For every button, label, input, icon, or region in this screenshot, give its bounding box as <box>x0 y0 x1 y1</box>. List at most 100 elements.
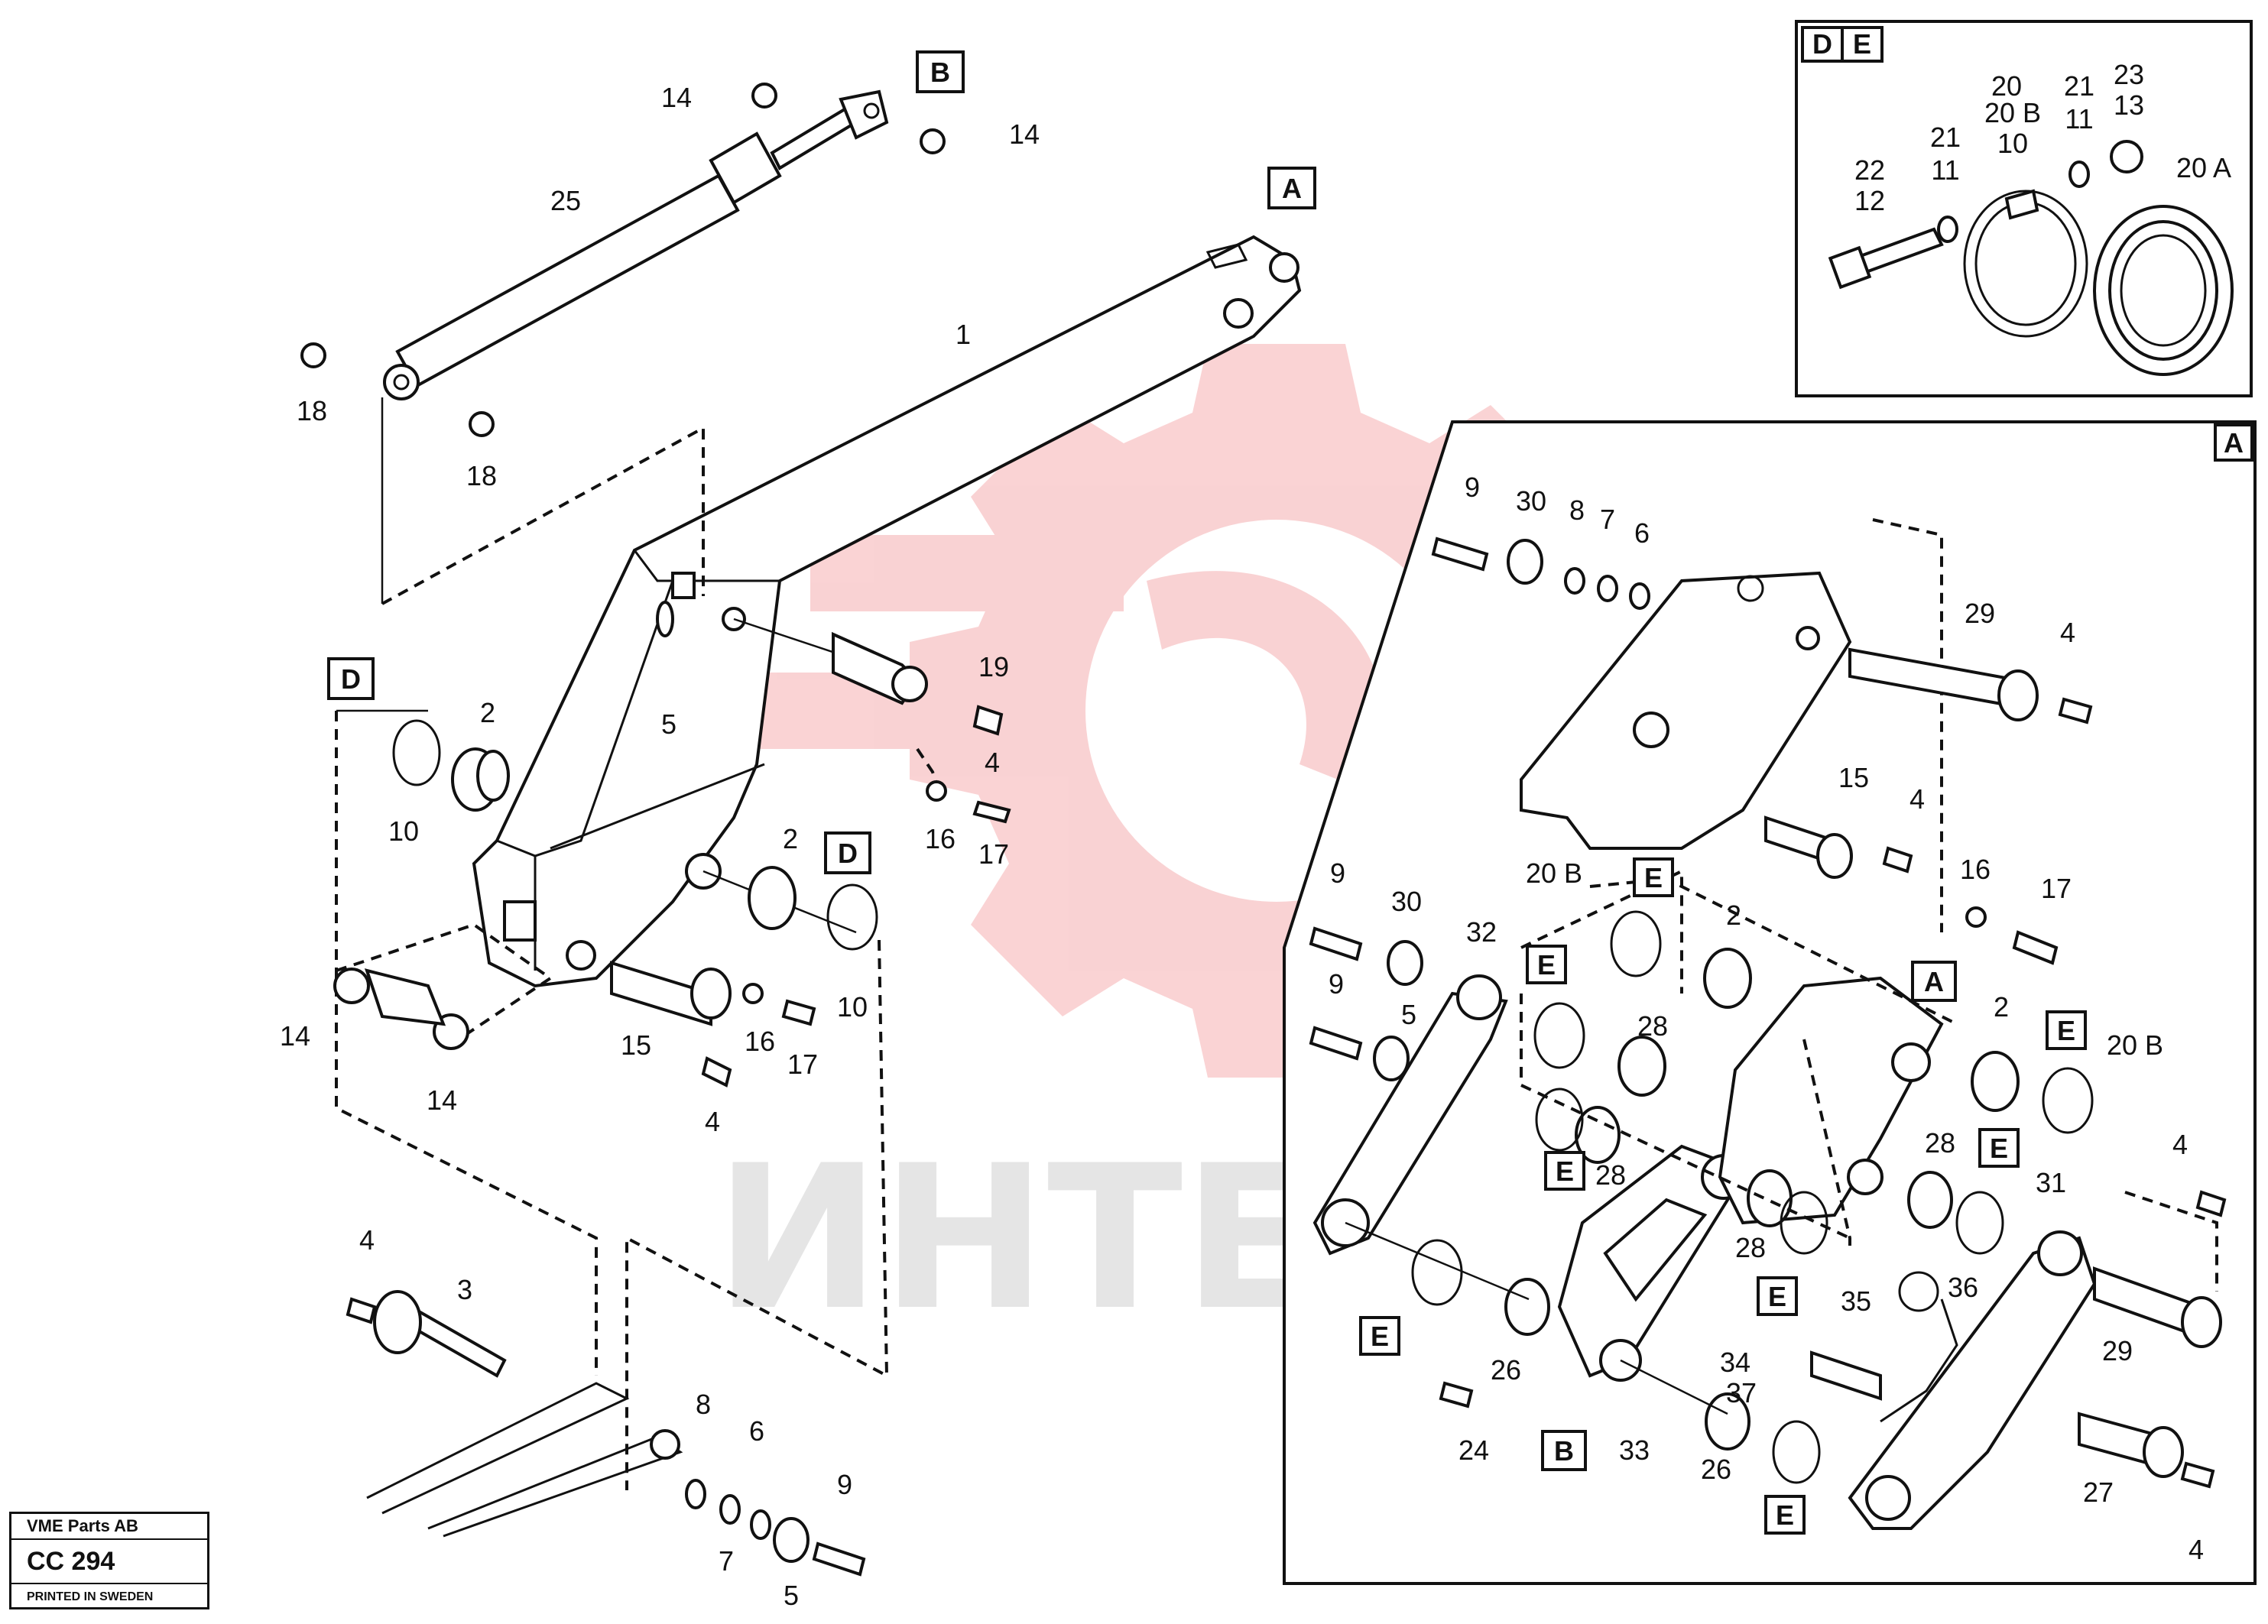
svg-text:8: 8 <box>1569 494 1585 526</box>
svg-text:4: 4 <box>1909 783 1925 815</box>
svg-text:7: 7 <box>1600 504 1615 535</box>
svg-text:32: 32 <box>1466 916 1497 948</box>
callout-8-bot: 8 <box>696 1389 711 1420</box>
callout-4c: 4 <box>359 1224 375 1256</box>
tag-box-b-top: B <box>916 50 965 93</box>
svg-text:22: 22 <box>1854 154 1885 186</box>
svg-text:28: 28 <box>1595 1159 1626 1191</box>
svg-text:21: 21 <box>1930 122 1961 153</box>
svg-text:D: D <box>1812 28 1832 60</box>
callout-25: 25 <box>550 185 581 216</box>
svg-text:26: 26 <box>1491 1354 1521 1386</box>
svg-text:13: 13 <box>2114 89 2144 121</box>
callout-3: 3 <box>457 1274 472 1305</box>
svg-text:34: 34 <box>1720 1347 1750 1378</box>
svg-text:12: 12 <box>1854 185 1885 216</box>
hydraulic-cylinder-part-25 <box>383 89 889 400</box>
svg-text:D: D <box>341 663 361 695</box>
svg-text:6: 6 <box>1634 517 1650 549</box>
svg-text:D: D <box>838 838 858 869</box>
callout-9-bot: 9 <box>837 1469 852 1500</box>
title-block-printed: PRINTED IN SWEDEN <box>27 1590 154 1603</box>
svg-text:11: 11 <box>1931 154 1959 186</box>
svg-text:20 A: 20 A <box>2176 152 2231 183</box>
svg-text:E: E <box>1556 1156 1574 1187</box>
svg-text:E: E <box>1768 1281 1786 1312</box>
svg-text:11: 11 <box>2065 103 2093 135</box>
svg-text:10: 10 <box>1997 128 2028 159</box>
callouts-a: 9 30 8 7 6 29 4 15 4 16 17 20 B 2 9 30 3… <box>1329 472 2204 1565</box>
callout-14a: 14 <box>661 82 692 113</box>
callout-5-bot: 5 <box>784 1580 799 1611</box>
svg-text:30: 30 <box>1516 485 1546 517</box>
svg-text:21: 21 <box>2064 70 2094 102</box>
callout-16b: 16 <box>745 1026 775 1057</box>
svg-text:9: 9 <box>1465 472 1480 503</box>
callout-17a: 17 <box>978 838 1009 870</box>
svg-text:A: A <box>2224 427 2244 459</box>
title-block-code: CC 294 <box>11 1540 207 1584</box>
detail-box-a: A <box>1283 420 2257 1585</box>
callout-17b: 17 <box>787 1049 818 1080</box>
svg-text:9: 9 <box>1330 857 1345 889</box>
svg-text:A: A <box>1924 966 1944 997</box>
callout-2-left: 2 <box>480 697 495 728</box>
svg-text:20 B: 20 B <box>2107 1029 2163 1061</box>
svg-text:23: 23 <box>2114 59 2144 90</box>
svg-text:E: E <box>1537 949 1556 981</box>
tag-box-d-mid: D <box>824 831 871 874</box>
callout-7-bot: 7 <box>719 1545 734 1577</box>
svg-text:4: 4 <box>2189 1534 2204 1565</box>
svg-text:B: B <box>930 57 950 88</box>
hardware-left-section <box>300 83 1011 1577</box>
callouts-de: 20 20 B 10 21 11 21 11 23 13 22 12 20 A <box>1854 59 2231 216</box>
tag-boxes-a: E E A E E E E E B E <box>1359 857 2087 1535</box>
svg-text:30: 30 <box>1391 886 1422 917</box>
svg-text:29: 29 <box>1965 598 1995 629</box>
tag-box-d-left: D <box>327 657 375 700</box>
callouts-left: 25 14 14 1 18 18 19 4 16 17 5 2 10 2 10 … <box>280 82 1040 1611</box>
svg-text:28: 28 <box>1925 1127 1955 1159</box>
title-block-company: VME Parts AB <box>11 1514 207 1540</box>
svg-text:27: 27 <box>2083 1477 2114 1508</box>
callout-1: 1 <box>956 319 971 350</box>
svg-text:B: B <box>1554 1435 1574 1467</box>
svg-text:E: E <box>1644 862 1663 893</box>
callout-18b: 18 <box>466 460 497 491</box>
svg-text:E: E <box>2057 1015 2075 1046</box>
svg-text:31: 31 <box>2036 1167 2066 1198</box>
svg-text:E: E <box>1371 1321 1389 1352</box>
svg-text:36: 36 <box>1948 1272 1978 1303</box>
svg-text:5: 5 <box>1401 999 1416 1030</box>
svg-text:15: 15 <box>1838 762 1869 793</box>
svg-text:35: 35 <box>1841 1285 1871 1317</box>
svg-text:28: 28 <box>1735 1232 1766 1263</box>
callout-14c: 14 <box>280 1020 310 1052</box>
detail-box-de: D E <box>1795 20 2253 397</box>
svg-text:20 B: 20 B <box>1984 97 2041 128</box>
svg-text:E: E <box>1990 1133 2008 1164</box>
svg-text:4: 4 <box>2172 1129 2188 1160</box>
callout-2-mid: 2 <box>783 823 798 854</box>
svg-text:9: 9 <box>1329 968 1344 1000</box>
callout-18a: 18 <box>297 395 327 426</box>
callout-5-mid: 5 <box>661 708 677 740</box>
svg-text:20 B: 20 B <box>1526 857 1582 889</box>
svg-text:28: 28 <box>1637 1010 1668 1042</box>
callout-19: 19 <box>978 651 1009 682</box>
callout-15-left: 15 <box>621 1029 651 1061</box>
svg-text:4: 4 <box>2060 617 2075 648</box>
callout-10-left: 10 <box>388 815 419 847</box>
callout-6-bot: 6 <box>749 1415 764 1447</box>
svg-text:2: 2 <box>1726 900 1741 931</box>
svg-text:E: E <box>1776 1499 1794 1531</box>
callout-10-mid: 10 <box>837 991 868 1023</box>
svg-text:33: 33 <box>1619 1434 1650 1466</box>
title-block: VME Parts AB CC 294 PRINTED IN SWEDEN <box>9 1512 209 1609</box>
callout-4b: 4 <box>705 1106 720 1137</box>
svg-text:A: A <box>1282 173 1302 204</box>
callout-14d: 14 <box>427 1084 457 1116</box>
tag-box-a-top: A <box>1267 167 1316 209</box>
callout-16a: 16 <box>925 823 956 854</box>
